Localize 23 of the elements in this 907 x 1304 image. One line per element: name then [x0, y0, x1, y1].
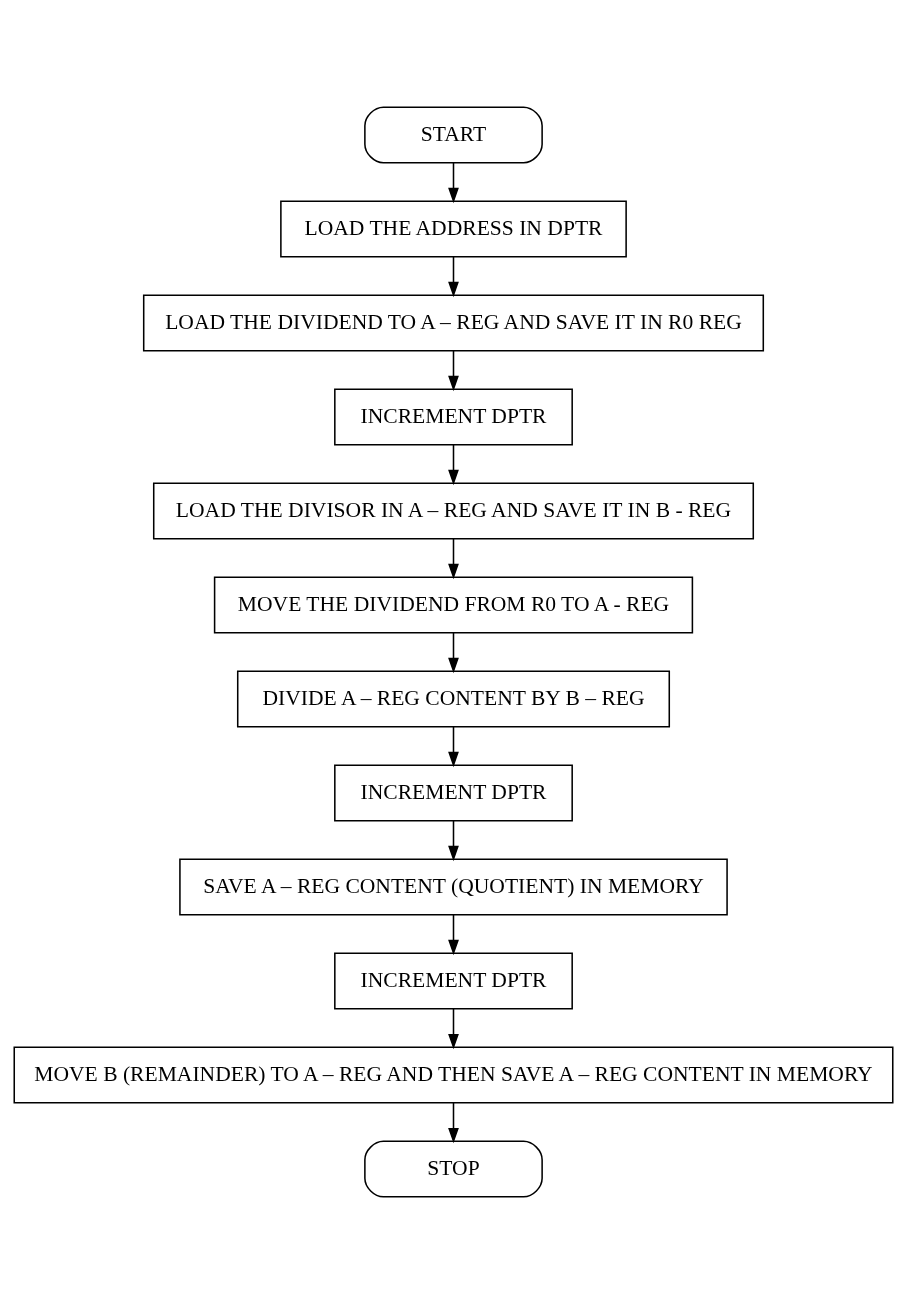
node-box: DIVIDE A – REG CONTENT BY B – REG [236, 670, 671, 728]
arrow [448, 914, 459, 956]
node-box: START [364, 106, 543, 164]
arrow [448, 350, 459, 392]
node-box: INCREMENT DPTR [334, 764, 573, 822]
node-box: INCREMENT DPTR [334, 388, 573, 446]
arrow [448, 1102, 459, 1144]
node-box: MOVE B (REMAINDER) TO A – REG AND THEN SAVE A – REG CONTENT IN MEMORY [13, 1046, 894, 1104]
arrow [448, 726, 459, 768]
node-box: LOAD THE DIVISOR IN A – REG AND SAVE IT IN B - REG [152, 482, 755, 540]
node-box: SAVE A – REG CONTENT (QUOTIENT) IN MEMORY [179, 858, 728, 916]
arrow [448, 162, 459, 204]
node-box: LOAD THE DIVIDEND TO A – REG AND SAVE IT IN R0 REG [142, 294, 765, 352]
node-box: STOP [364, 1140, 543, 1198]
arrow [448, 256, 459, 298]
arrow [448, 538, 459, 580]
arrow [448, 444, 459, 486]
node-box: INCREMENT DPTR [334, 952, 573, 1010]
arrow [448, 632, 459, 674]
node-box: LOAD THE ADDRESS IN DPTR [280, 200, 627, 258]
node-box: MOVE THE DIVIDEND FROM R0 TO A - REG [213, 576, 694, 634]
arrow [448, 820, 459, 862]
arrow [448, 1008, 459, 1050]
